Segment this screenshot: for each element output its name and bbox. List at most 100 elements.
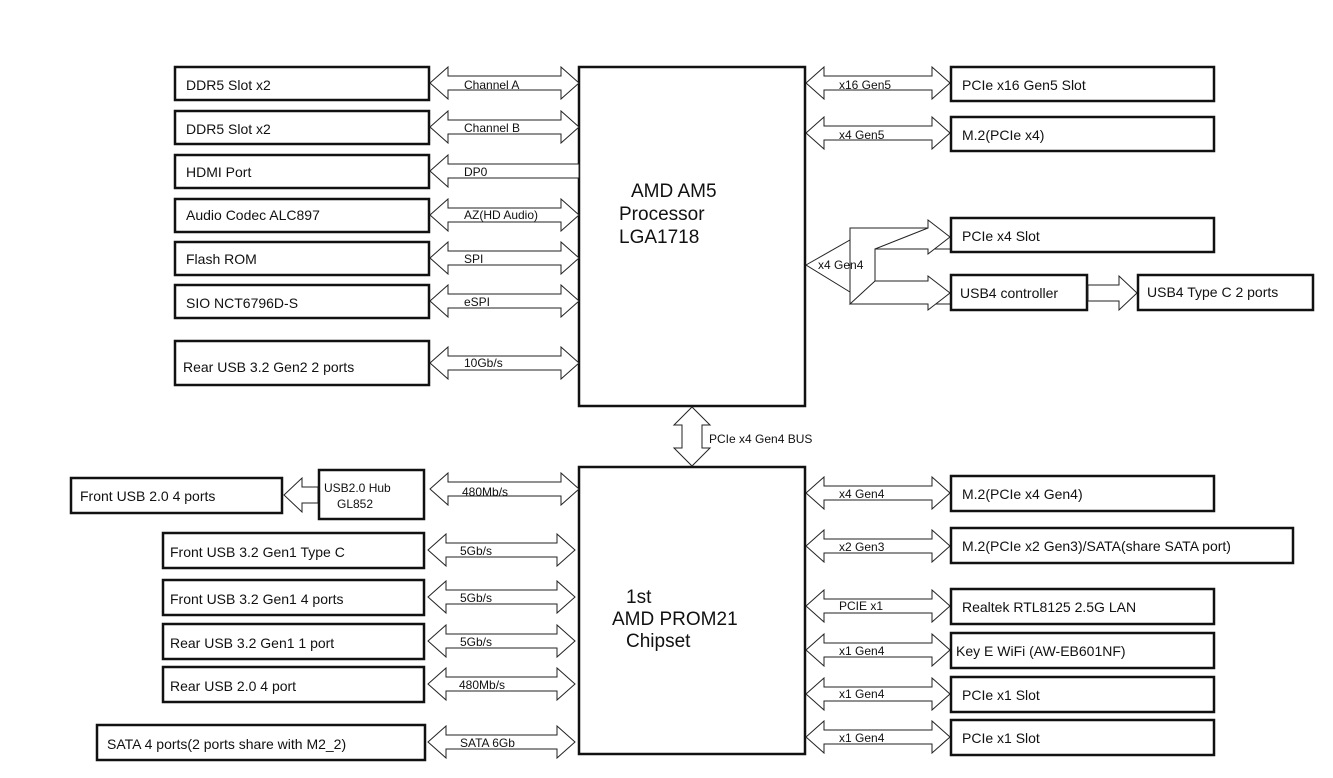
device-box: [173, 339, 431, 387]
chip-left-row-0: Front USB 3.2 Gen1 Type C 5Gb/s: [161, 531, 576, 570]
device-box: [161, 531, 426, 570]
link-label: SATA 6Gb: [460, 736, 515, 750]
cpu-block: [577, 65, 807, 408]
usb4-ports-arrow: [1087, 274, 1138, 312]
link-label: 5Gb/s: [460, 591, 492, 605]
cpu-left-row-0: DDR5 Slot x2 Channel A: [173, 65, 580, 102]
link-arrow: [429, 283, 580, 319]
device-label: Front USB 3.2 Gen1 4 ports: [170, 591, 344, 607]
link-label: Channel A: [464, 78, 519, 92]
device-box: [95, 723, 427, 762]
link-label: 480Mb/s: [462, 485, 508, 499]
device-box: [173, 65, 431, 102]
device-label: PCIe x1 Slot: [962, 687, 1040, 703]
device-box: [949, 474, 1216, 513]
cpu-right-row-0: x16 Gen5 PCIe x16 Gen5 Slot: [805, 65, 1216, 103]
chipset-label-line-1: 1st: [626, 587, 652, 608]
chip-right-row-3: x1 Gen4 Key E WiFi (AW-EB601NF): [805, 631, 1216, 670]
device-box: [949, 587, 1216, 626]
device-box: [173, 153, 431, 190]
device-box: [173, 283, 431, 320]
link-label: 480Mb/s: [459, 678, 505, 692]
switch-arrow-to-usb4: [848, 274, 951, 312]
cpu-left-row-6: Rear USB 3.2 Gen2 2 ports 10Gb/s: [173, 339, 580, 387]
switch-connector: [874, 248, 950, 281]
device-label: M.2(PCIe x4 Gen4): [962, 486, 1083, 502]
usb-hub-box: [317, 468, 426, 521]
usb-hub-label-line-1: USB2.0 Hub: [324, 481, 391, 495]
link-arrow: [427, 666, 576, 702]
bus-label: PCIe x4 Gen4 BUS: [709, 432, 812, 446]
pcie-x4-slot-box: [949, 216, 1216, 254]
cpu-left-row-3: Audio Codec ALC897 AZ(HD Audio): [173, 197, 580, 234]
link-arrow: [429, 197, 580, 233]
link-arrow: [429, 65, 580, 101]
front-usb2-box: [69, 476, 284, 515]
chip-right-row-5: x1 Gen4 PCIe x1 Slot: [805, 718, 1216, 757]
device-label: DDR5 Slot x2: [186, 77, 271, 93]
device-label: DDR5 Slot x2: [186, 121, 271, 137]
cpu-left-row-4: Flash ROM SPI: [173, 240, 580, 277]
pcie-x4-slot-label: PCIe x4 Slot: [962, 228, 1040, 244]
device-label: Rear USB 3.2 Gen1 1 port: [170, 635, 334, 651]
cpu-label-line-1: AMD AM5: [631, 181, 717, 202]
link-label: Channel B: [464, 121, 520, 135]
chipset-label-line-2: AMD PROM21: [612, 609, 738, 630]
usb-hub-label-line-2: GL852: [337, 497, 373, 511]
device-box: [161, 665, 426, 704]
cpu-left-row-1: DDR5 Slot x2 Channel B: [173, 109, 580, 146]
link-label: 10Gb/s: [464, 356, 503, 370]
link-arrow: [429, 471, 580, 507]
device-box: [949, 526, 1295, 565]
link-label: SPI: [464, 252, 483, 266]
cpu-label-line-2: Processor: [619, 204, 705, 225]
usb-hub-group: Front USB 2.0 4 ports USB2.0 Hub GL852 4…: [69, 468, 580, 521]
link-label: DP0: [464, 165, 488, 179]
usb4-ports-label: USB4 Type C 2 ports: [1147, 284, 1278, 300]
device-box: [949, 65, 1216, 103]
chipset-block: [577, 465, 807, 756]
link-label: eSPI: [464, 295, 490, 309]
chip-right-row-0: x4 Gen4 M.2(PCIe x4 Gen4): [805, 474, 1216, 513]
device-label: HDMI Port: [186, 164, 251, 180]
chip-right-row-1: x2 Gen3 M.2(PCIe x2 Gen3)/SATA(share SAT…: [805, 526, 1295, 565]
chip-left-row-3: Rear USB 2.0 4 port 480Mb/s: [161, 665, 576, 704]
link-label: x1 Gen4: [839, 687, 885, 701]
link-arrow: [429, 345, 580, 381]
chipset-label-line-3: Chipset: [626, 631, 691, 652]
bus-arrow: [672, 406, 712, 467]
device-box: [949, 675, 1216, 714]
device-label: M.2(PCIe x4): [962, 127, 1044, 143]
link-arrow: [429, 109, 580, 145]
link-label: x16 Gen5: [839, 78, 891, 92]
device-label: PCIe x16 Gen5 Slot: [962, 77, 1086, 93]
device-box: [161, 622, 426, 661]
device-label: Flash ROM: [186, 251, 257, 267]
switch-link-label: x4 Gen4: [818, 258, 864, 272]
link-label: PCIE x1: [839, 599, 883, 613]
link-label: AZ(HD Audio): [464, 208, 538, 222]
device-label: SATA 4 ports(2 ports share with M2_2): [107, 736, 346, 752]
usb4-controller-box: [949, 273, 1089, 312]
device-label: Rear USB 2.0 4 port: [170, 678, 296, 694]
device-label: Front USB 3.2 Gen1 Type C: [170, 544, 345, 560]
link-arrow: [427, 623, 576, 659]
usb4-ports-box: [1136, 273, 1315, 312]
link-arrow: [429, 240, 580, 276]
device-box: [949, 115, 1216, 153]
link-label: x4 Gen4: [839, 487, 885, 501]
link-arrow: [427, 724, 576, 760]
link-label: 5Gb/s: [460, 635, 492, 649]
switch-connector: [849, 227, 928, 240]
front-usb2-label: Front USB 2.0 4 ports: [80, 488, 215, 504]
cpu-switch-group: x4 Gen4 PCIe x4 Slot USB4 controller USB…: [805, 216, 1315, 312]
device-box: [949, 631, 1216, 670]
link-label: x2 Gen3: [839, 540, 885, 554]
device-box: [173, 197, 431, 234]
device-box: [949, 718, 1216, 757]
device-label: PCIe x1 Slot: [962, 730, 1040, 746]
cpu-label-line-3: LGA1718: [619, 227, 699, 248]
link-label: x4 Gen5: [839, 128, 885, 142]
link-label: 5Gb/s: [460, 544, 492, 558]
